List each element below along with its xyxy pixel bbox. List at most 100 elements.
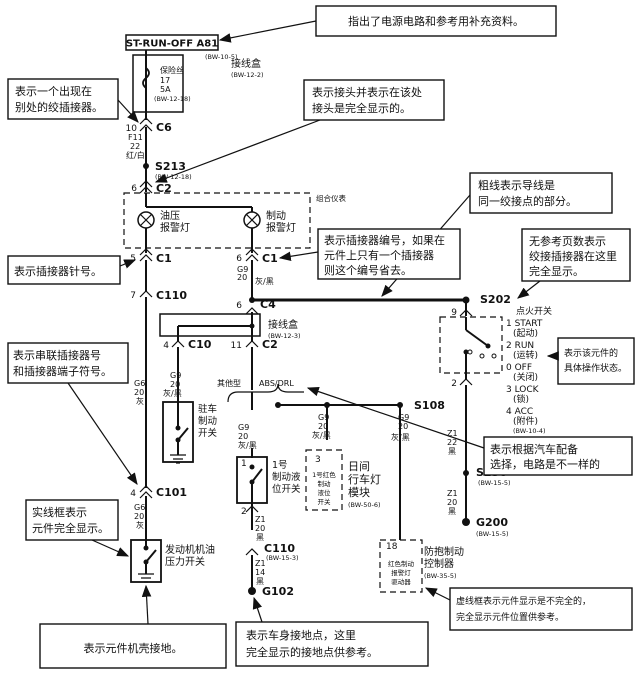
wire-g9-b-color: 灰/黑 — [163, 388, 182, 398]
callout-pin-number-text: 表示插接器针号。 — [14, 264, 102, 278]
drl-inner2: 制动 — [318, 479, 332, 488]
wire-z1-b-color: 黑 — [256, 577, 264, 586]
wire-g9-d-color: 灰/黑 — [312, 430, 331, 440]
callout-other-connector-line2: 别处的绞插接器。 — [15, 100, 103, 114]
ignition-pos-start: 1 START — [506, 319, 543, 329]
wire-g6-a-color: 灰 — [136, 396, 144, 406]
callout-connector-number-line3: 则这个编号省去。 — [324, 263, 412, 277]
ignition-pos-off: 0 OFF — [506, 363, 532, 373]
connector-c2-top: 6 C2 — [131, 180, 172, 195]
ignition-pos-run-cn: (运转) — [513, 349, 538, 361]
callout-dashed-box-line2: 完全显示元件位置供参考。 — [456, 611, 564, 623]
brake-warning-lamp: 制动 报警灯 — [243, 209, 296, 234]
callout-thick-line-line1: 粗线表示导线是 — [478, 178, 555, 192]
connector-c6: 10 C6 — [126, 117, 172, 134]
connector-c110-bottom: C110 (BW-15-3) — [245, 542, 299, 562]
wire-g9-b-code: G9 — [170, 371, 181, 380]
ignition-title: 点火开关 — [516, 305, 552, 317]
callout-operating-state: 表示该元件的 具体操作状态。 — [546, 337, 635, 385]
brake-lamp-line1: 制动 — [266, 209, 286, 222]
fuse-box-label: 接线盒 — [231, 57, 261, 70]
callout-connector-complete-line1: 表示接头并表示在该处 — [312, 85, 422, 99]
callout-thick-line-line2: 同一绞接点的部分。 — [478, 194, 577, 208]
oil-lamp-line1: 油压 — [160, 209, 180, 222]
parking-switch-line3: 开关 — [198, 427, 218, 439]
cluster-label: 组合仪表 — [316, 193, 346, 203]
ignition-pos-run: 2 RUN — [506, 341, 534, 351]
abs-inner2: 报警灯 — [391, 568, 411, 577]
wire-g9-c-code: G9 — [238, 423, 249, 432]
parking-switch-line1: 驻车 — [198, 403, 217, 415]
drl-inner3: 液位 — [318, 488, 332, 497]
wire-g9-e-color: 灰/黑 — [391, 432, 410, 442]
callout-body-ground-line1: 表示车身接地点，这里 — [246, 628, 356, 642]
brake-fluid-pin1: 1 — [241, 459, 247, 469]
connector-c1-left: 5 C1 — [130, 248, 172, 265]
brake-fluid-level-switch: 1 2 1号 制动液 位开关 — [236, 448, 301, 530]
wire-g9-a-code: G9 — [237, 265, 248, 274]
wire-g6-b-gauge: 20 — [134, 512, 144, 521]
ground-g200-icon — [462, 518, 470, 526]
callout-solid-box-line2: 元件完全显示。 — [32, 521, 109, 535]
oil-pressure-switch: 发动机机油 压力开关 — [130, 539, 215, 583]
callout-splice-complete-line3: 完全显示。 — [529, 264, 584, 278]
connector-c4: 6 C4 — [236, 298, 276, 315]
wire-g9-a-gauge: 20 — [237, 273, 247, 282]
callout-operating-state-line2: 具体操作状态。 — [564, 362, 627, 374]
wire-z1-d-gauge: 20 — [447, 498, 457, 507]
power-source-ref: (BW-10-5) — [205, 53, 238, 61]
oil-pressure-lamp: 油压 报警灯 — [137, 209, 190, 234]
fuse-label: 保险丝 — [160, 65, 184, 75]
brake-fluid-line1: 1号 — [272, 460, 288, 471]
callout-connector-number-line2: 元件上只有一个插接器 — [324, 248, 434, 262]
c10-name: C10 — [188, 338, 212, 351]
fuse-box-ref: (BW-12-2) — [231, 71, 264, 79]
wire-z1-a-code: Z1 — [255, 515, 266, 524]
c1-left-pin: 5 — [130, 254, 136, 264]
drl-inner1: 1号红色 — [312, 470, 336, 479]
connector-c1-right: 6 C1 — [236, 248, 278, 265]
callout-body-ground-line2: 完全显示的接地点供参考。 — [246, 645, 378, 659]
callout-solid-box: 实线框表示 元件完全显示。 — [25, 499, 130, 557]
wire-z1-d-code: Z1 — [447, 489, 458, 498]
variant-other-label: 其他型 — [217, 378, 241, 388]
drl-pin: 3 — [315, 455, 321, 465]
s213-ref: (BW-12-18) — [155, 173, 192, 181]
drl-module: 3 1号红色 制动 液位 开关 日间 行车灯 模块 (BW-50-6) — [305, 449, 381, 511]
callout-option-variant: 表示根据汽车配备 选择，电路是不一样的 — [306, 386, 633, 476]
variant-abs-label: ABS/DRL — [259, 379, 294, 388]
ignition-pin2: 2 — [451, 379, 457, 389]
junction-box2-label: 接线盒 — [268, 318, 298, 331]
callout-operating-state-line1: 表示该元件的 — [564, 347, 618, 359]
connector-c101: 4 C101 — [130, 485, 187, 499]
wire-g6-b-code: G6 — [134, 503, 145, 512]
s202-name: S202 — [480, 293, 511, 306]
abs-line2: 控制器 — [424, 557, 454, 570]
callout-splice-complete-line1: 无参考页数表示 — [529, 234, 606, 248]
c110-bottom-name: C110 — [264, 542, 295, 555]
ignition-pos-off-cn: (关闭) — [513, 371, 538, 383]
wire-g9-d-gauge: 20 — [318, 422, 328, 431]
drl-inner4: 开关 — [318, 497, 332, 506]
s236-ref: (BW-15-5) — [478, 479, 511, 487]
ignition-pin9: 9 — [451, 308, 457, 318]
wire-g6-a-gauge: 20 — [134, 388, 144, 397]
callout-thick-line: 粗线表示导线是 同一绞接点的部分。 — [381, 172, 613, 297]
ignition-pos-acc-cn: (附件) — [513, 415, 538, 427]
ignition-pos-acc: 4 ACC — [506, 407, 533, 417]
wire-g9-b-gauge: 20 — [170, 380, 180, 389]
callout-other-connector: 表示一个出现在 别处的绞插接器。 — [7, 78, 139, 123]
c10-pin: 4 — [163, 341, 169, 351]
g200-ref: (BW-15-5) — [476, 530, 509, 538]
c2-mid-name: C2 — [262, 338, 278, 351]
g102-name: G102 — [262, 585, 294, 598]
parking-switch-line2: 制动 — [198, 415, 217, 427]
drl-ref: (BW-50-6) — [348, 501, 381, 509]
abs-control-module: 18 红色制动 报警灯 驱动器 防抱制动 控制器 (BW-35-5) — [379, 539, 464, 593]
wire-z1-d-color: 黑 — [448, 507, 456, 516]
connector-c2-mid: 11 C2 — [231, 338, 278, 351]
ignition-ref: (BW-10-4) — [513, 427, 546, 435]
callout-connector-number: 表示插接器编号，如果在 元件上只有一个插接器 则这个编号省去。 — [278, 228, 461, 280]
wire-z1-a-color: 黑 — [256, 533, 264, 542]
